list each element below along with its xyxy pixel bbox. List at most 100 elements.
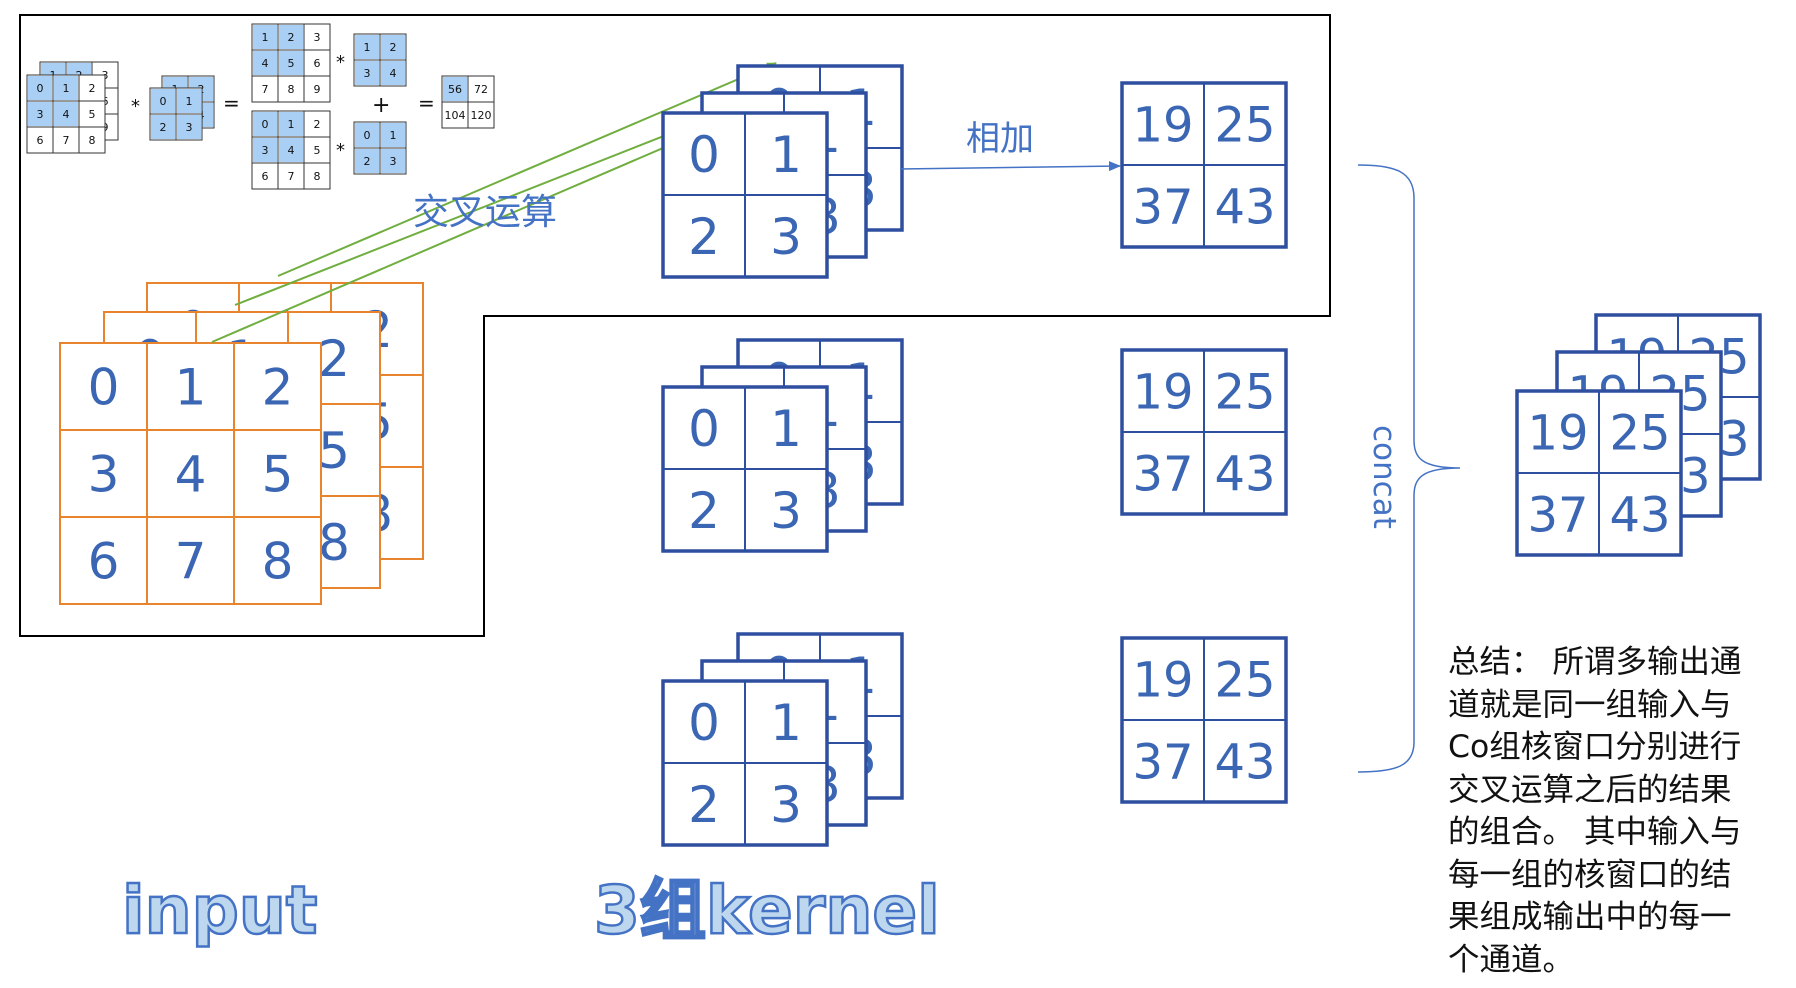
- grid-cell-value: 7: [288, 170, 295, 183]
- cell-fill: [381, 61, 405, 85]
- grid-cell-value: 6: [262, 170, 269, 183]
- grid-cell-value: 3: [364, 67, 371, 80]
- formula-plus: +: [372, 93, 390, 118]
- grid-cell-value: 4: [288, 144, 295, 157]
- grid-cell-value: 7: [262, 83, 269, 96]
- cell-fill: [177, 89, 201, 113]
- grid-cell-value: 3: [186, 121, 193, 134]
- grid-cell-value: 2: [89, 82, 96, 95]
- grid-cell-value: 3: [314, 31, 321, 44]
- grid-cell-value: 1: [770, 126, 802, 184]
- grid-cell-value: 37: [1132, 446, 1193, 502]
- grid-cell-value: 1: [262, 31, 269, 44]
- cell-fill: [253, 138, 277, 162]
- formula-times: *: [131, 96, 140, 117]
- grid-cell-value: 5: [314, 144, 321, 157]
- grid-cell-value: 3: [770, 776, 802, 834]
- grid-cell-value: 1: [186, 95, 193, 108]
- grid-cell-value: 5: [318, 422, 350, 480]
- cell-fill: [151, 115, 175, 139]
- grid-cell-value: 2: [688, 208, 720, 266]
- grid-cell-value: 6: [37, 134, 44, 147]
- grid-cell-value: 56: [448, 83, 462, 96]
- cell-fill: [279, 25, 303, 49]
- grid-cell-value: 19: [1132, 97, 1193, 153]
- grid-cell-value: 25: [1609, 405, 1670, 461]
- grid-cell-value: 2: [288, 31, 295, 44]
- grid-cell-value: 2: [688, 776, 720, 834]
- kernel-groups: 012301230123012301230123012301230123: [661, 64, 904, 847]
- grid-cell-value: 3: [770, 208, 802, 266]
- formula-equals: =: [418, 91, 435, 115]
- grid-cell-value: 5: [288, 57, 295, 70]
- grid-cell-value: 2: [688, 482, 720, 540]
- summary-line: 的组合。 其中输入与: [1448, 814, 1742, 850]
- input-label: input: [122, 872, 317, 949]
- summary-text: 总结： 所谓多输出通 道就是同一组输入与 Co组核窗口分别进行 交叉运算之后的结…: [1448, 641, 1788, 981]
- cell-fill: [253, 112, 277, 136]
- grid-cell-value: 2: [318, 330, 350, 388]
- grid-cell-value: 4: [175, 446, 207, 504]
- grid-cell-value: 25: [1214, 652, 1275, 708]
- grid-cell-value: 3: [88, 446, 120, 504]
- grid-cell-value: 0: [688, 694, 720, 752]
- cell-fill: [355, 35, 379, 59]
- summary-line: Co组核窗口分别进行: [1448, 729, 1742, 765]
- highlight-frame: [19, 14, 1331, 637]
- add-arrow: [899, 161, 1121, 172]
- grid-cell-value: 43: [1214, 734, 1275, 790]
- cell-fill: [28, 102, 52, 126]
- grid-cell-value: 7: [175, 533, 207, 591]
- grid-cell-value: 2: [364, 155, 371, 168]
- grid-cell-value: 72: [474, 83, 488, 96]
- grid-cell-value: 1: [288, 118, 295, 131]
- grid-cell-value: 8: [288, 83, 295, 96]
- cell-fill: [355, 61, 379, 85]
- cross-op-arrow: [277, 62, 777, 277]
- grid-cell-value: 37: [1132, 734, 1193, 790]
- cell-fill: [381, 35, 405, 59]
- cell-fill: [355, 149, 379, 173]
- grid-cell-value: 7: [63, 134, 70, 147]
- grid-cell-value: 2: [390, 41, 397, 54]
- grid-cell-value: 0: [262, 118, 269, 131]
- grid-cell-value: 37: [1527, 487, 1588, 543]
- concat-label: concat: [1366, 425, 1402, 529]
- cell-fill: [253, 25, 277, 49]
- grid-cell-value: 0: [160, 95, 167, 108]
- grid-cell-value: 9: [314, 83, 321, 96]
- cell-fill: [253, 51, 277, 75]
- cross-op-label: 交叉运算: [413, 192, 557, 233]
- cross-op-arrow: [211, 113, 743, 343]
- cell-fill: [28, 76, 52, 100]
- grid-cell-value: 1: [175, 359, 207, 417]
- grid-cell-value: 1: [63, 82, 70, 95]
- grid-cell-value: 4: [63, 108, 70, 121]
- cell-fill: [151, 89, 175, 113]
- grid-cell-value: 0: [688, 400, 720, 458]
- grid-cell-value: 3: [770, 482, 802, 540]
- cell-fill: [279, 51, 303, 75]
- input-stack: 012345678012345678012345678: [59, 282, 424, 605]
- grid-cell-value: 43: [1214, 179, 1275, 235]
- grid-cell-value: 6: [314, 57, 321, 70]
- grid-cell-value: 0: [88, 359, 120, 417]
- summary-line: 每一组的核窗口的结: [1448, 856, 1732, 893]
- grid-cell-value: 3: [262, 144, 269, 157]
- cell-fill: [381, 149, 405, 173]
